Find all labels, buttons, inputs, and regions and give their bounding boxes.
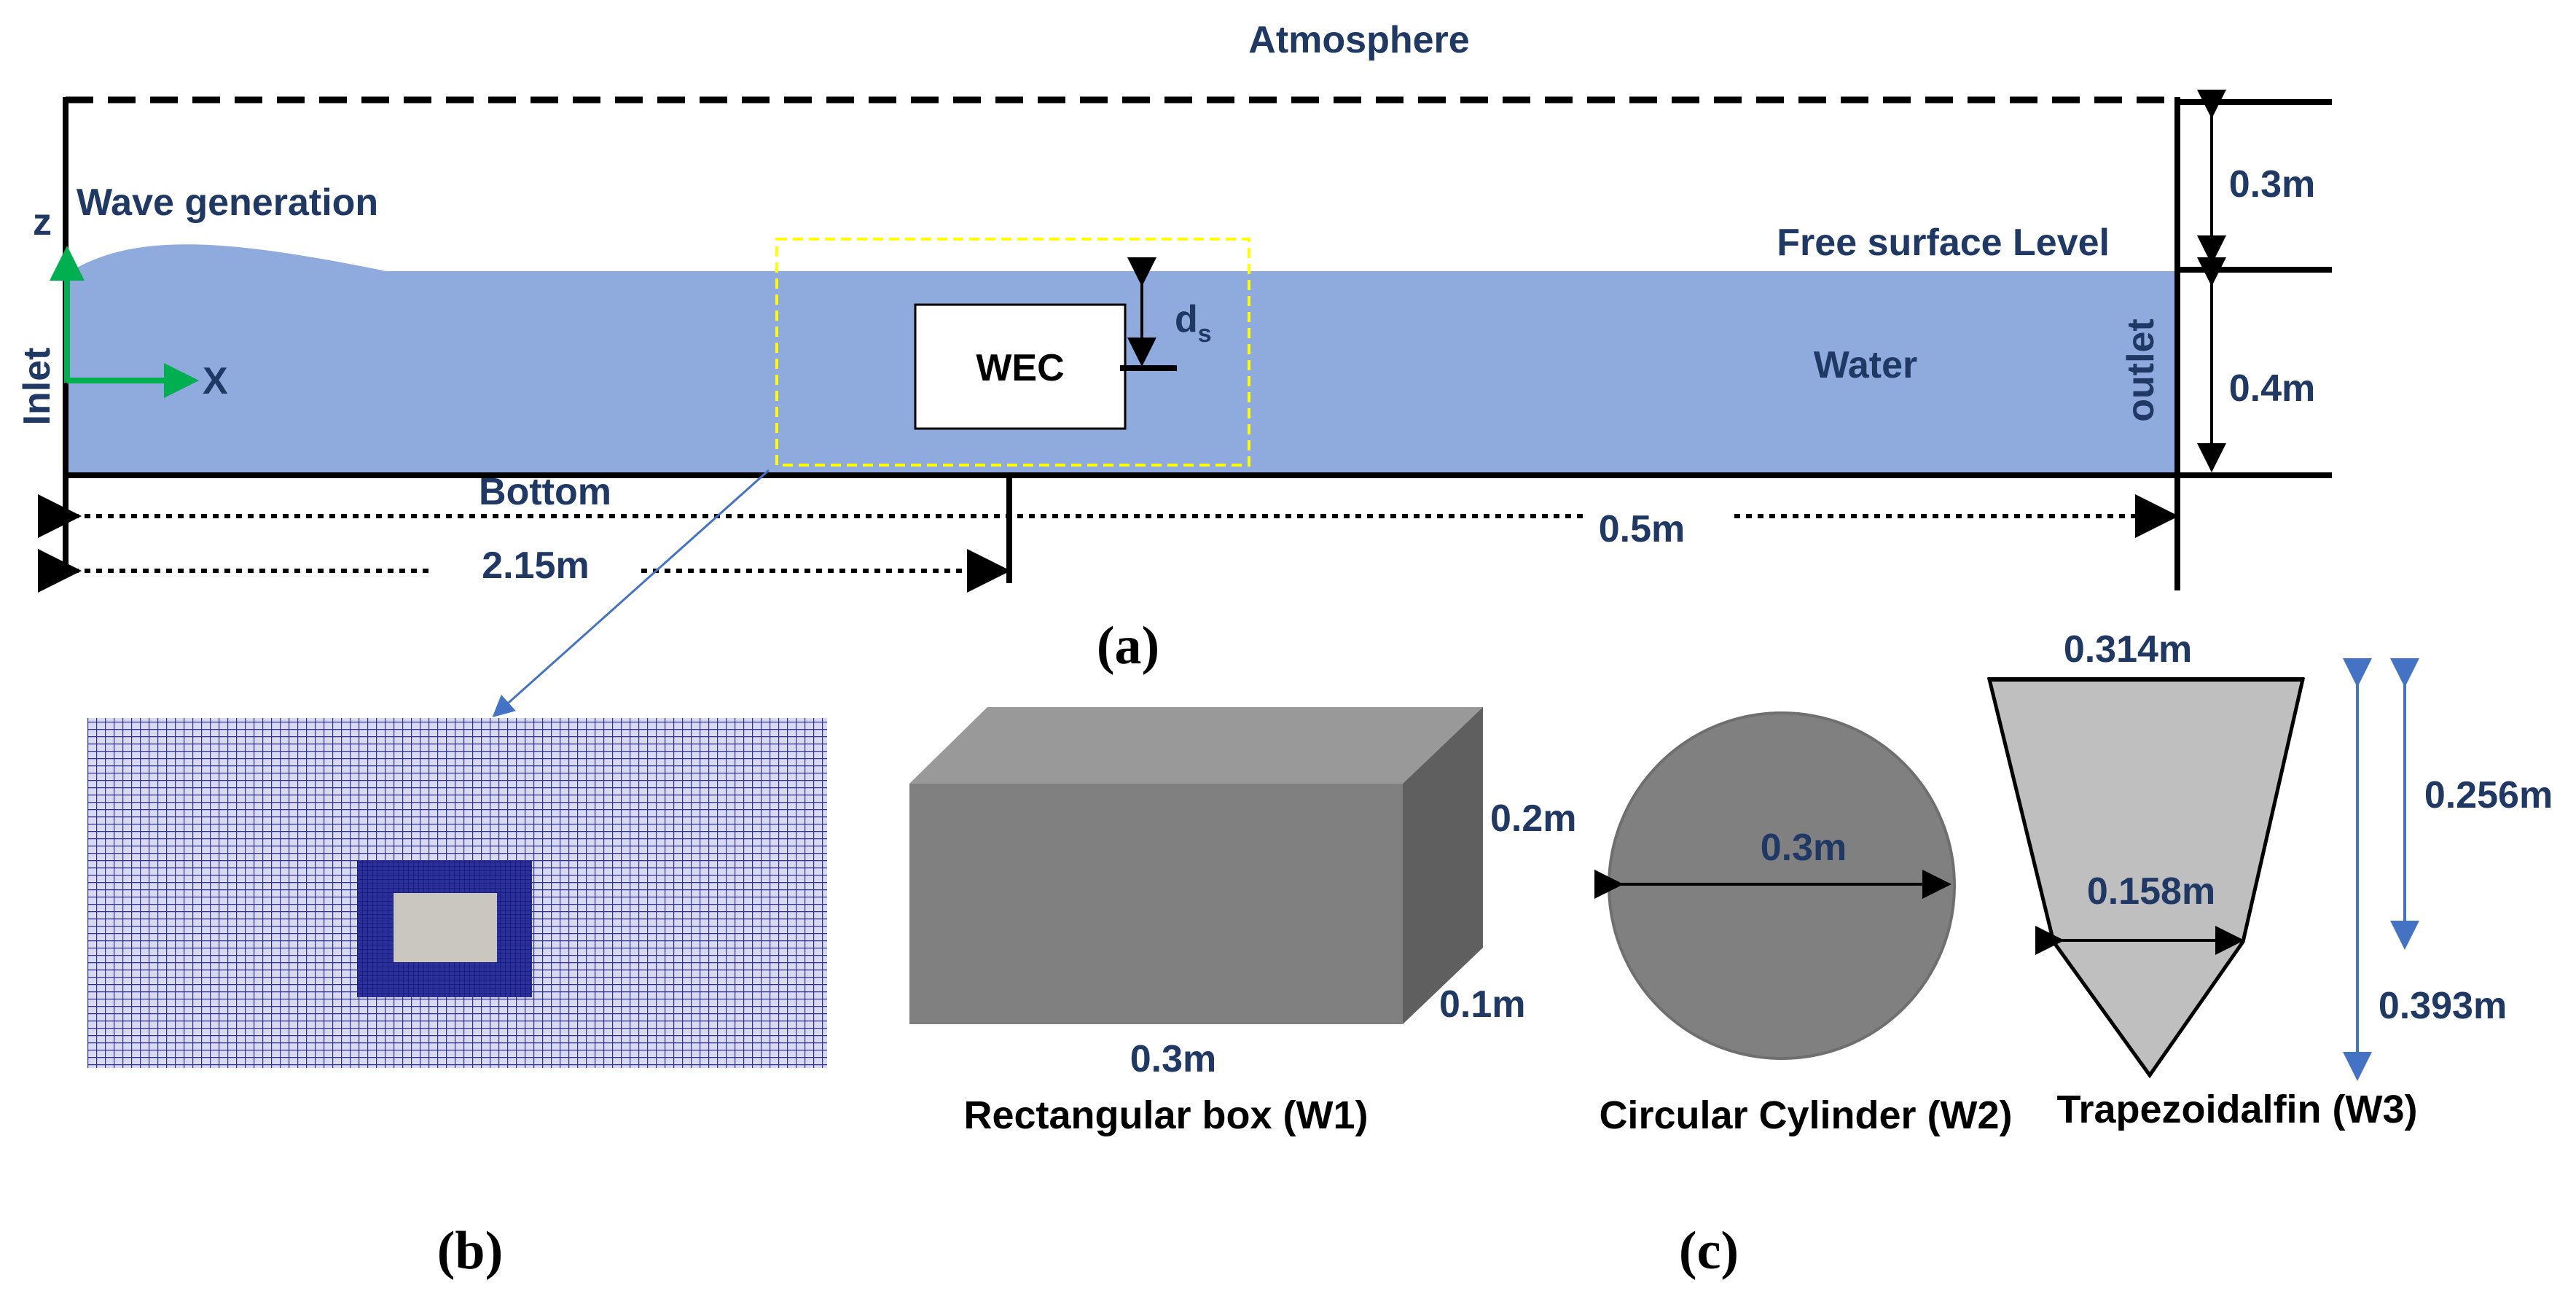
- atmosphere-label: Atmosphere: [1248, 19, 1469, 61]
- water-label: Water: [1814, 344, 1918, 386]
- wec-label: WEC: [976, 347, 1064, 389]
- dim-right-label: 0.5m: [1599, 508, 1686, 550]
- free-surface-label: Free surface Level: [1777, 222, 2110, 264]
- box-name-label: Rectangular box (W1): [963, 1093, 1368, 1137]
- trapezoid-name-label: Trapezoidalfin (W3): [2056, 1088, 2417, 1131]
- panel-b: (b): [87, 718, 827, 1281]
- inlet-label: Inlet: [16, 348, 58, 426]
- trapezoid-mid-label: 0.158m: [2087, 870, 2215, 913]
- ds-label: ds: [1175, 298, 1212, 348]
- axis-x-label: X: [203, 360, 228, 402]
- caption-c: (c): [1679, 1221, 1739, 1281]
- box-front-face: [909, 784, 1403, 1024]
- caption-b: (b): [437, 1221, 503, 1281]
- box-side-face: [1403, 707, 1483, 1024]
- box-height-label: 0.2m: [1490, 797, 1577, 840]
- mesh-wec-body: [394, 893, 497, 962]
- outlet-label: outlet: [2120, 319, 2162, 422]
- trapezoid-top-label: 0.314m: [2064, 628, 2192, 671]
- dim-left-label: 2.15m: [482, 545, 589, 587]
- trapezoid-upper-height-label: 0.256m: [2424, 774, 2553, 816]
- zoom-connector-arrow: [492, 469, 770, 717]
- panel-c: 0.2m 0.1m 0.3m Rectangular box (W1) 0.3m…: [909, 628, 2553, 1281]
- panel-a: Atmosphere Wave generation Free surface …: [16, 19, 2332, 717]
- wave-generation-label: Wave generation: [77, 182, 378, 224]
- bottom-label: Bottom: [479, 471, 611, 513]
- box-depth-label: 0.1m: [1439, 983, 1526, 1026]
- axis-z-label: z: [33, 201, 52, 243]
- box-top-face: [909, 707, 1483, 784]
- cylinder-diameter-label: 0.3m: [1761, 827, 1847, 869]
- cylinder-name-label: Circular Cylinder (W2): [1599, 1093, 2012, 1137]
- trapezoid-total-height-label: 0.393m: [2379, 985, 2507, 1027]
- caption-a: (a): [1097, 616, 1159, 676]
- dim-water-label: 0.4m: [2229, 367, 2316, 410]
- dim-air-label: 0.3m: [2229, 163, 2316, 206]
- zoom-region: [775, 238, 1250, 467]
- box-width-label: 0.3m: [1130, 1038, 1217, 1080]
